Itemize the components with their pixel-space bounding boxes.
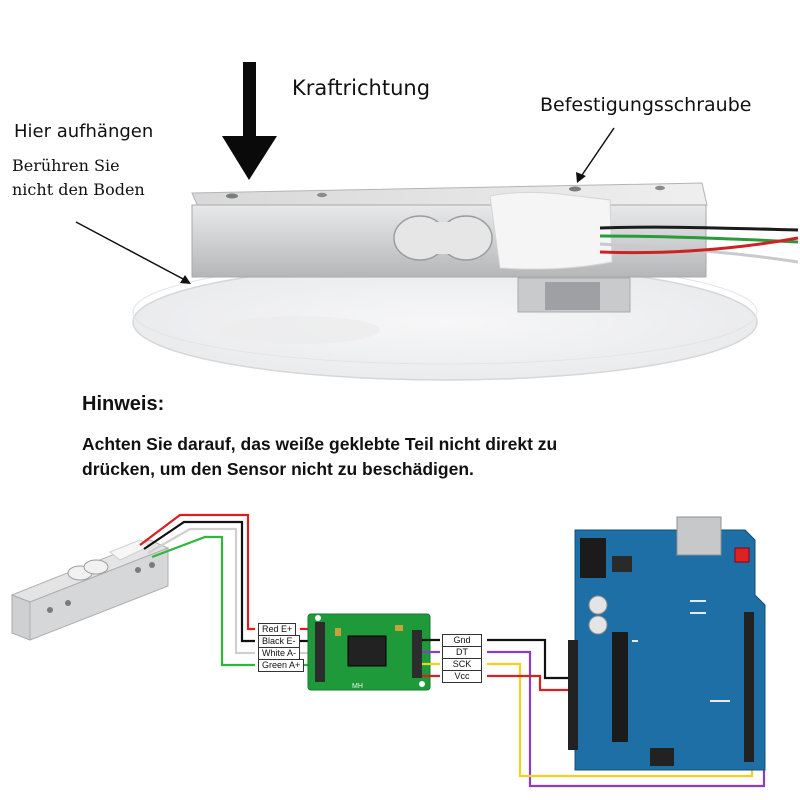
- mount-block: [517, 277, 631, 313]
- pointer-arrow-icon: [576, 127, 615, 183]
- note-line-2: drücken, um den Sensor nicht zu beschädi…: [82, 459, 474, 479]
- hang-label: Hier aufhängen: [14, 121, 154, 142]
- wire-label-green: Green A+: [258, 659, 305, 672]
- hx711-module: [307, 613, 431, 691]
- note-heading: Hinweis:: [82, 393, 165, 415]
- note-line-1: Achten Sie darauf, das weiße geklebte Te…: [82, 434, 558, 454]
- floor-warning-line-2: nicht den Boden: [12, 180, 145, 199]
- down-arrow-icon: [222, 62, 277, 180]
- arduino-board: [568, 516, 766, 771]
- screw-label: Befestigungsschraube: [540, 94, 752, 116]
- pin-label-vcc: Vcc: [442, 670, 482, 683]
- floor-warning-line-1: Berühren Sie: [12, 156, 120, 175]
- load-cell-cable: [599, 225, 799, 264]
- small-load-cell: [10, 539, 170, 641]
- module-silkscreen-label: MH: [352, 683, 363, 690]
- load-cell-bar: [191, 182, 708, 278]
- force-direction-label: Kraftrichtung: [292, 76, 431, 100]
- pointer-arrow-icon: [75, 221, 191, 284]
